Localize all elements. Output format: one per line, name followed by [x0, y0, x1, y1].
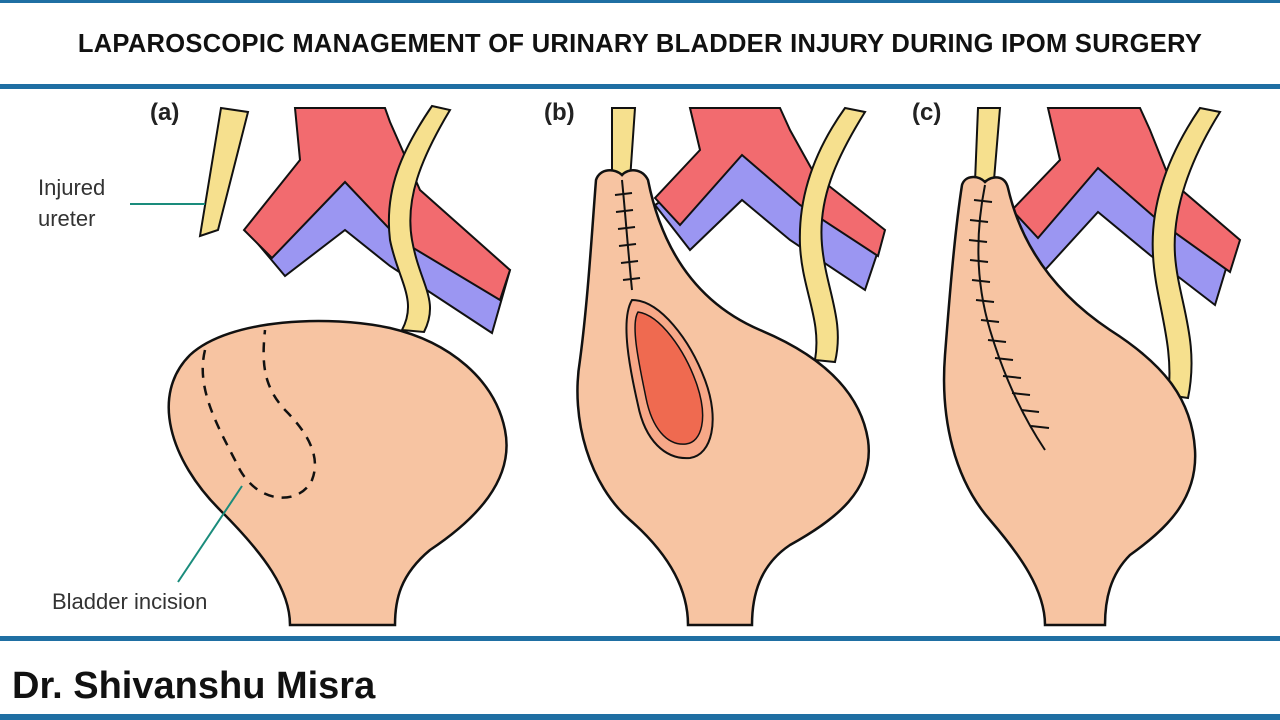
suture-line-c [977, 184, 1046, 451]
ureter-b-right [798, 106, 867, 364]
bladder-incision-line [201, 329, 317, 499]
bladder-repair-diagram: (a) Injured ureter Bladder incision (b) [38, 99, 1242, 627]
footer-top-rule [0, 636, 1280, 641]
panel-b: (b) [544, 99, 887, 627]
label-injured: Injured [38, 175, 105, 200]
title-bar: LAPAROSCOPIC MANAGEMENT OF URINARY BLADD… [0, 6, 1280, 82]
label-ureter: ureter [38, 206, 95, 231]
footer-bottom-rule [0, 714, 1280, 720]
label-bladder-incision: Bladder incision [52, 589, 207, 614]
top-rule [0, 0, 1280, 3]
panel-label-a: (a) [150, 99, 179, 126]
injured-ureter-stump [198, 106, 250, 238]
artery-c [1010, 107, 1242, 274]
bladder-b [576, 169, 871, 627]
bladder-flap-inner-b [634, 311, 704, 445]
page-title: LAPAROSCOPIC MANAGEMENT OF URINARY BLADD… [77, 29, 1203, 58]
ureter-c-upper [973, 107, 1002, 184]
artery-b [653, 107, 887, 258]
author-name: Dr. Shivanshu Misra [12, 664, 376, 707]
bladder-c [942, 175, 1197, 627]
artery-a [242, 107, 512, 302]
title-underline-rule [0, 84, 1280, 89]
panel-c: (c) [912, 99, 1242, 627]
ureter-c-right [1151, 106, 1222, 400]
bladder-a [167, 319, 508, 627]
suture-line-b [621, 179, 633, 291]
suture-stitches-b [614, 192, 641, 281]
panel-a: (a) Injured ureter Bladder incision [38, 99, 512, 627]
panel-label-b: (b) [544, 99, 575, 126]
footer: Dr. Shivanshu Misra [12, 660, 375, 712]
ureter-a [387, 104, 452, 334]
panel-label-c: (c) [912, 99, 941, 126]
suture-stitches-c [968, 199, 1050, 429]
bladder-incision-callout-line [177, 485, 243, 583]
